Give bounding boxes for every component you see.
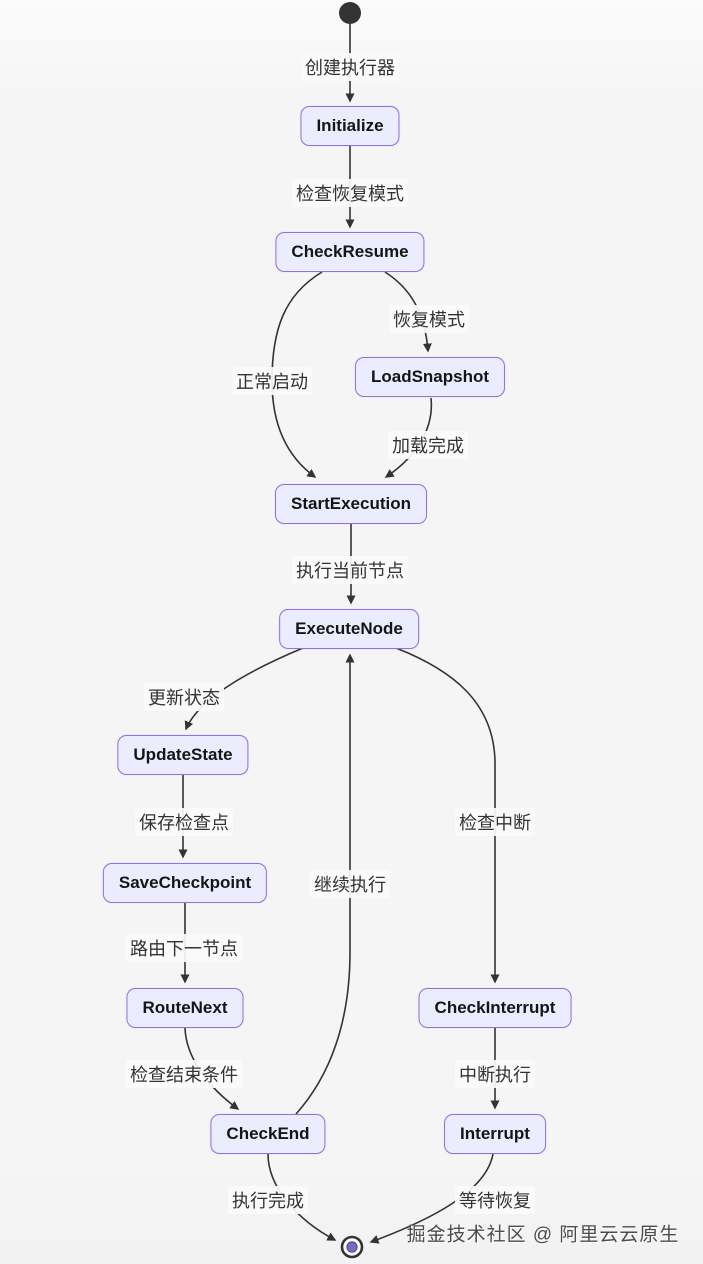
edge-label-wait-resume: 等待恢复 <box>455 1186 535 1214</box>
edge-label-check-resume-mode: 检查恢复模式 <box>292 179 408 207</box>
edge-label-route-next: 路由下一节点 <box>126 934 242 962</box>
state-node-savecheckpoint: SaveCheckpoint <box>102 863 268 903</box>
state-node-routenext: RouteNext <box>126 988 244 1028</box>
edge-checkend-to-executenode <box>295 653 355 1115</box>
edge-label-create-executor: 创建执行器 <box>301 53 399 81</box>
edge-label-check-end-condition: 检查结束条件 <box>126 1060 242 1088</box>
state-node-updatestate: UpdateState <box>117 735 249 775</box>
state-node-executenode: ExecuteNode <box>279 609 419 649</box>
state-node-startexecution: StartExecution <box>275 484 427 524</box>
final-state-marker <box>340 1235 364 1259</box>
edge-label-normal-start: 正常启动 <box>232 367 312 395</box>
edge-label-resume-mode: 恢复模式 <box>389 305 469 333</box>
edge-checkresume-to-loadsnapshot <box>384 271 432 353</box>
edge-executenode-to-checkinterrupt <box>395 647 500 984</box>
edge-interrupt-to-end <box>369 1153 494 1244</box>
watermark: 掘金技术社区 @ 阿里云云原生 <box>406 1224 680 1246</box>
edge-label-execution-complete: 执行完成 <box>228 1186 308 1214</box>
edge-label-update-state: 更新状态 <box>144 683 224 711</box>
edge-label-execute-current: 执行当前节点 <box>292 556 408 584</box>
state-node-initialize: Initialize <box>300 106 400 146</box>
state-node-checkend: CheckEnd <box>210 1114 326 1154</box>
edge-label-load-complete: 加载完成 <box>388 431 468 459</box>
edge-label-continue-execution: 继续执行 <box>310 870 390 898</box>
start-state-dot <box>339 2 361 24</box>
edge-label-save-checkpoint: 保存检查点 <box>135 808 233 836</box>
state-node-interrupt: Interrupt <box>444 1114 546 1154</box>
state-node-checkinterrupt: CheckInterrupt <box>418 988 572 1028</box>
state-node-loadsnapshot: LoadSnapshot <box>354 357 506 397</box>
edge-label-interrupt-execution: 中断执行 <box>455 1060 535 1088</box>
state-node-checkresume: CheckResume <box>275 232 425 272</box>
edge-label-check-interrupt: 检查中断 <box>455 808 535 836</box>
edge-executenode-to-updatestate <box>184 647 304 731</box>
